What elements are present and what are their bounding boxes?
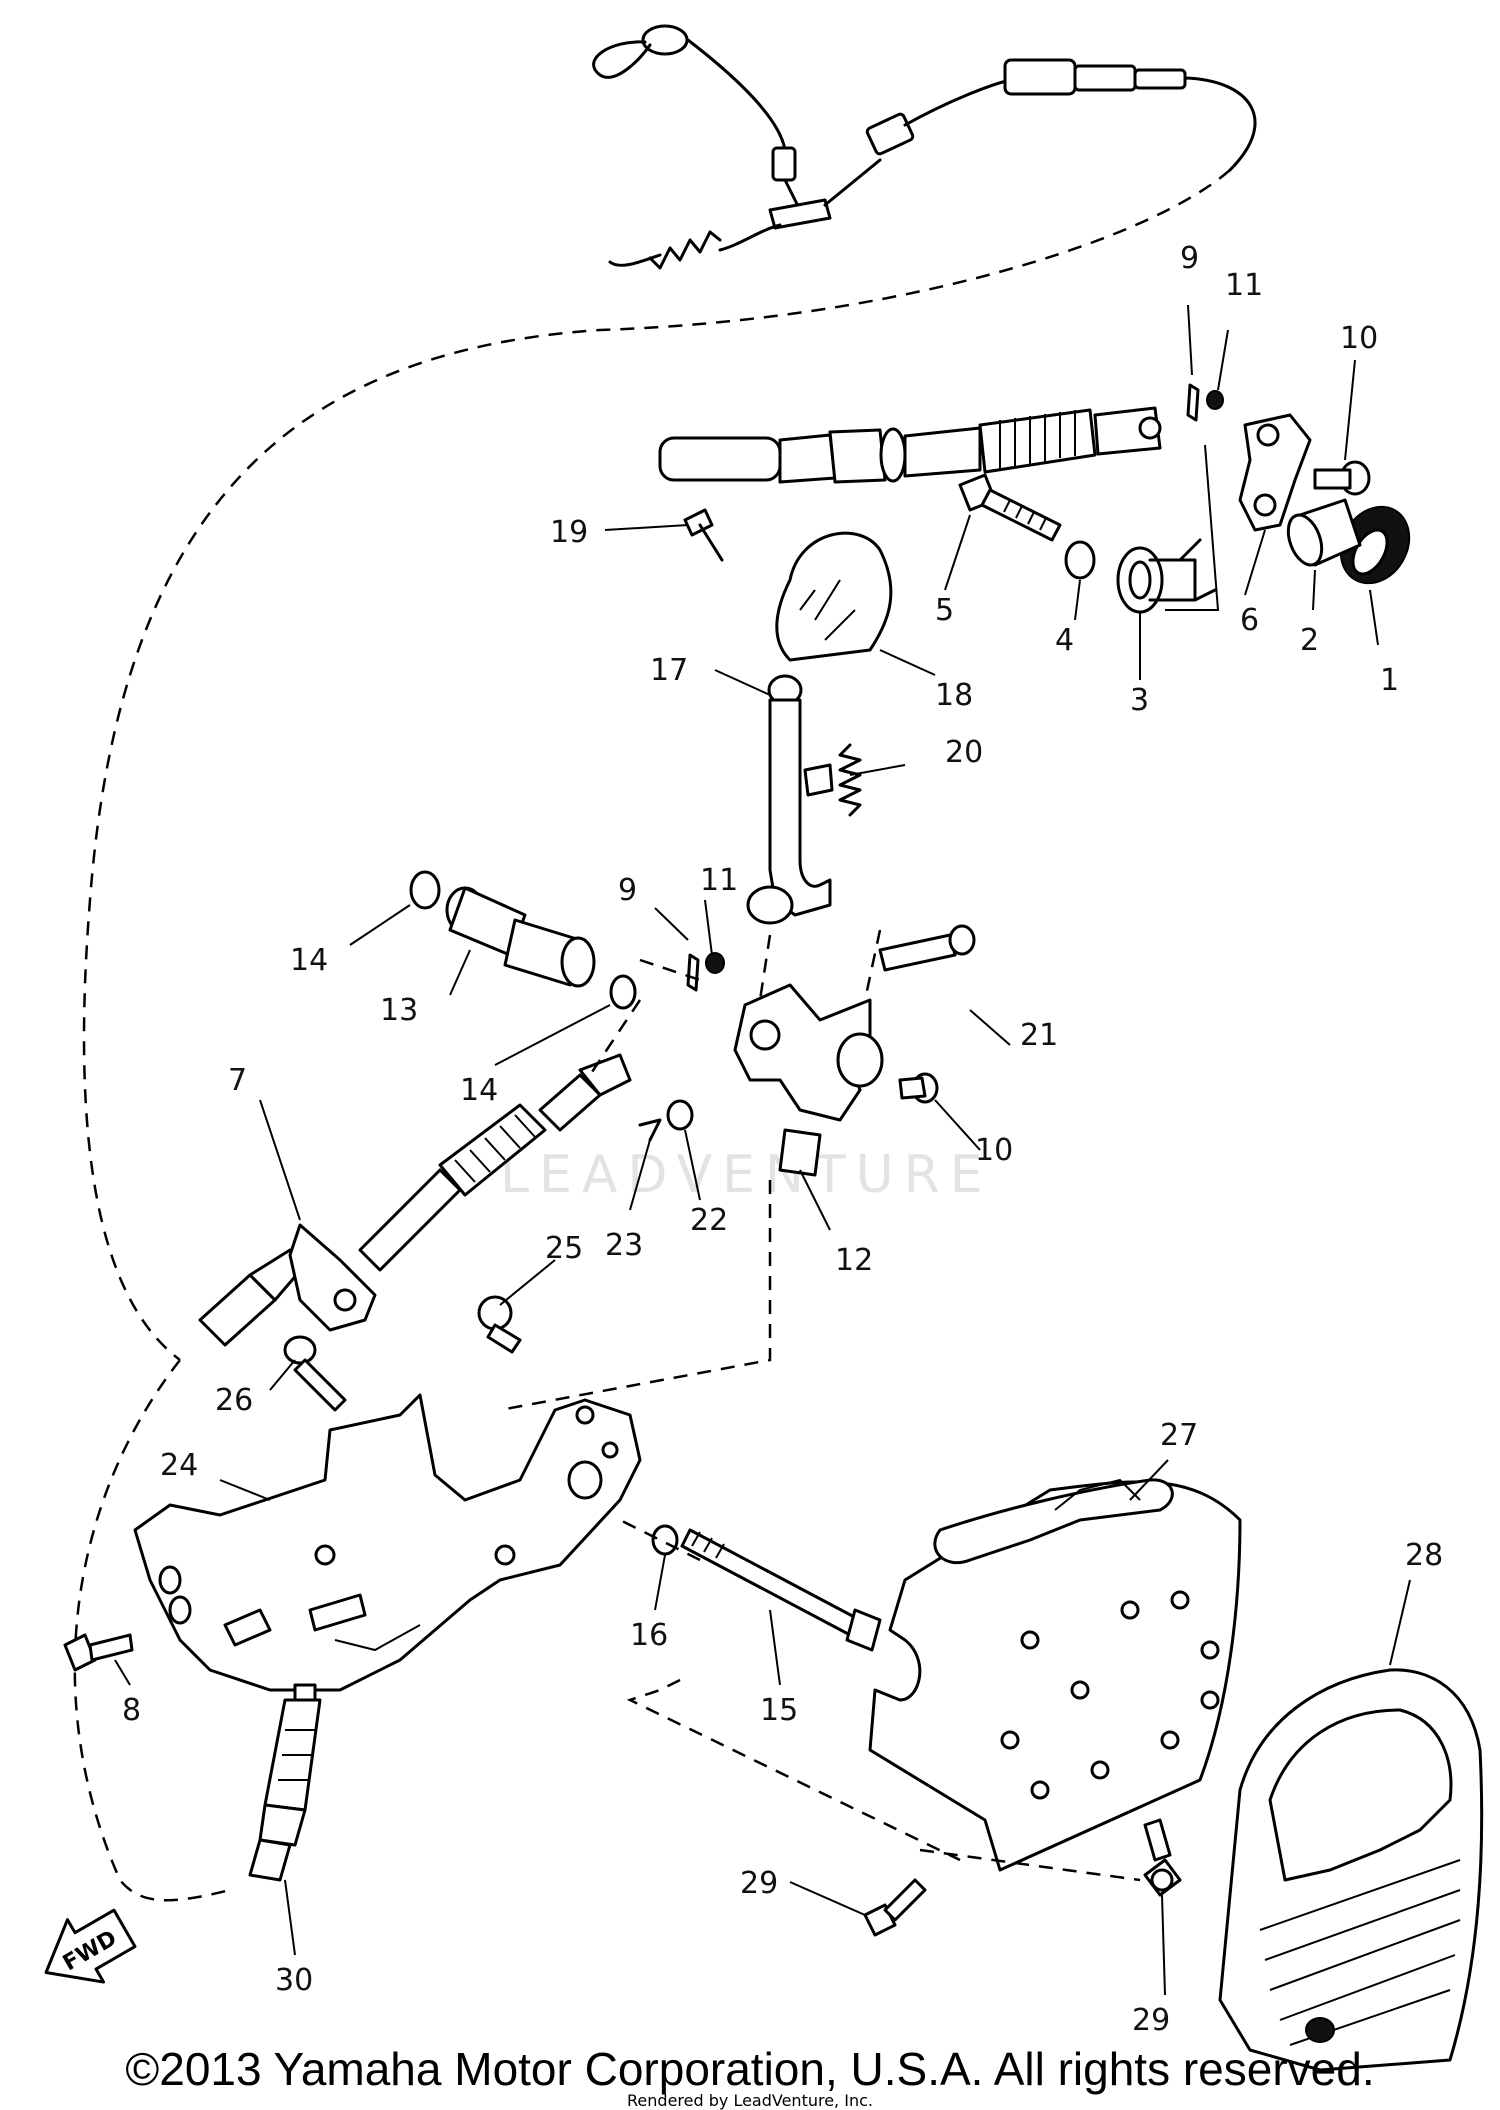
part-13-sleeve	[445, 886, 596, 988]
callout-10-lower: 10	[975, 1133, 1013, 1168]
part-14-washer-a	[409, 870, 441, 910]
callout-23: 23	[605, 1228, 643, 1263]
callout-1: 1	[1380, 663, 1399, 698]
part-12-shift-arm	[733, 983, 884, 1177]
callout-16: 16	[630, 1618, 668, 1653]
part-2-collar	[1286, 498, 1362, 567]
callout-9-upper: 9	[1180, 241, 1199, 276]
part-25-bolt	[477, 1295, 522, 1354]
part-26-bolt	[283, 1335, 347, 1412]
part-19-screw	[683, 508, 724, 562]
callout-27: 27	[1160, 1418, 1198, 1453]
callout-labels: 1 2 3 4 5 6 7 8 9 9 10 10 11 11 12 13 14…	[122, 241, 1443, 2038]
copyright-notice: ©2013 Yamaha Motor Corporation, U.S.A. A…	[125, 2043, 1374, 2095]
upper-shift-cable	[658, 406, 1162, 484]
part-10-pin-upper	[1313, 460, 1371, 496]
watermark-text: LEADVENTURE	[500, 1145, 993, 1205]
callout-30: 30	[275, 1963, 313, 1998]
part-22-washer	[666, 1099, 694, 1131]
callout-20: 20	[945, 735, 983, 770]
part-29-bolt-a	[863, 1878, 927, 1937]
callout-22: 22	[690, 1203, 728, 1238]
callout-3: 3	[1130, 683, 1149, 718]
callout-28: 28	[1405, 1538, 1443, 1573]
callout-14-b: 14	[460, 1073, 498, 1108]
part-8-bolt	[63, 1633, 134, 1672]
part-9-clip-upper	[1186, 383, 1200, 422]
part-3-spring	[1116, 538, 1217, 614]
callout-25: 25	[545, 1231, 583, 1266]
part-30-cable-end	[248, 1683, 322, 1882]
callout-11-upper: 11	[1225, 268, 1263, 303]
callout-11-lower: 11	[700, 863, 738, 898]
callout-12: 12	[835, 1243, 873, 1278]
callout-2: 2	[1300, 623, 1319, 658]
cable-route-line	[73, 169, 1231, 1902]
part-11-washer-lower	[705, 952, 725, 974]
part-11-washer-upper	[1206, 390, 1224, 410]
callout-19: 19	[550, 515, 588, 550]
part-6-lever	[1238, 413, 1312, 532]
callout-5: 5	[935, 593, 954, 628]
part-23-clip	[638, 1118, 662, 1142]
part-1-bushing	[1339, 505, 1411, 585]
part-24-bracket	[133, 1393, 642, 1692]
part-4-washer	[1064, 540, 1096, 580]
part-15-bolt	[680, 1528, 882, 1652]
part-27-cover	[868, 1478, 1242, 1872]
leader-lines	[114, 304, 1411, 1996]
callout-21: 21	[1020, 1018, 1058, 1053]
part-18-shift-knob	[775, 531, 893, 662]
part-16-washer	[651, 1524, 679, 1556]
callout-4: 4	[1055, 623, 1074, 658]
callout-24: 24	[160, 1448, 198, 1483]
part-20-spring	[803, 743, 862, 817]
part-9-clip-lower	[686, 953, 700, 992]
part-21-pin	[878, 924, 976, 972]
callout-6: 6	[1240, 603, 1259, 638]
part-14-washer-b	[609, 974, 637, 1010]
leader-bracket-3-6	[1165, 444, 1220, 611]
part-17-shift-lever	[746, 674, 832, 925]
callout-29-a: 29	[740, 1866, 778, 1901]
callout-15: 15	[760, 1693, 798, 1728]
callout-13: 13	[380, 993, 418, 1028]
top-cable-assembly	[592, 24, 1257, 270]
callout-7: 7	[228, 1063, 247, 1098]
part-29-bolt-b	[1143, 1818, 1182, 1897]
part-7-lower-cable	[198, 1053, 632, 1347]
fwd-arrow-icon: FWD	[44, 1908, 137, 1984]
callout-8: 8	[122, 1693, 141, 1728]
callout-10-upper: 10	[1340, 321, 1378, 356]
callout-14-a: 14	[290, 943, 328, 978]
callout-9-lower: 9	[618, 873, 637, 908]
part-5-bolt	[958, 473, 1062, 542]
callout-18: 18	[935, 678, 973, 713]
callout-26: 26	[215, 1383, 253, 1418]
callout-29-b: 29	[1132, 2003, 1170, 2038]
rendered-by-note: Rendered by LeadVenture, Inc.	[627, 2091, 873, 2110]
callout-17: 17	[650, 653, 688, 688]
part-10-pin-lower	[898, 1072, 939, 1104]
part-28-cover	[1218, 1668, 1484, 2072]
